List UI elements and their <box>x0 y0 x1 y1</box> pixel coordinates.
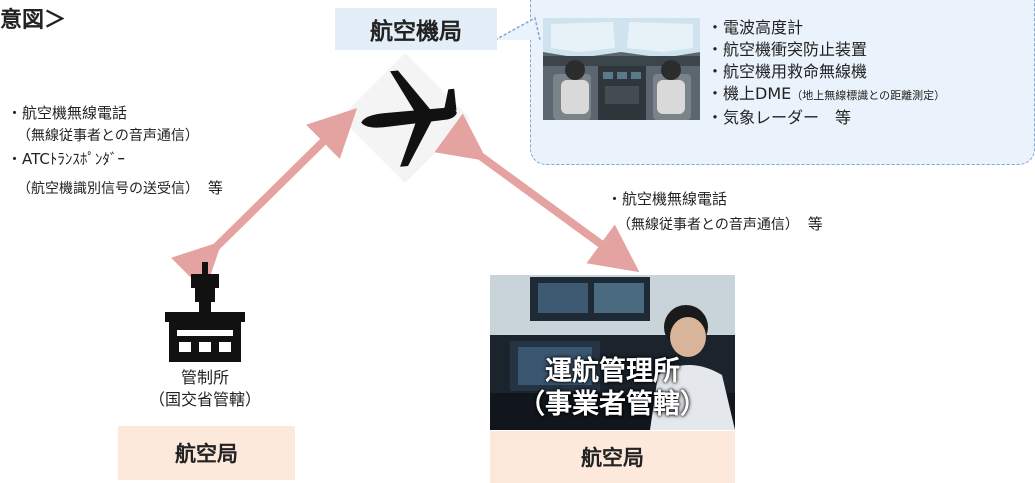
operations-center-name: 運航管理所 <box>545 356 680 387</box>
control-facility-jurisdiction: （国交省管轄） <box>148 390 261 409</box>
callout-tail <box>494 16 541 41</box>
left-comm-voice-note: （無線従事者との音声通信） <box>17 128 199 144</box>
cockpit-photo <box>543 18 700 120</box>
diagram-title-fragment: 意図＞ <box>0 8 67 33</box>
equipment-item-collision-avoidance: ・航空機衝突防止装置 <box>707 40 868 59</box>
operations-center-label: 運航管理所 （事業者管轄） <box>490 355 735 421</box>
arrow-aircraft-control <box>171 108 358 292</box>
dme-label: ・機上DME <box>707 84 792 103</box>
arrow-aircraft-operations <box>434 113 640 273</box>
control-tower-icon <box>165 262 245 362</box>
equipment-item-weather-radar: ・気象レーダー 等 <box>707 108 852 127</box>
dme-note: （地上無線標識との距離測定） <box>791 89 946 102</box>
left-comm-etc: 等 <box>207 179 223 197</box>
control-facility-name: 管制所 <box>180 368 229 387</box>
control-station-label: 航空局 <box>118 426 295 480</box>
equipment-item-dme: ・機上DME（地上無線標識との距離測定） <box>707 83 945 107</box>
left-comm-id-note: （航空機識別信号の送受信） 等 <box>17 178 223 200</box>
operations-room-photo <box>490 275 735 430</box>
aircraft-station-label: 航空機局 <box>335 8 497 50</box>
left-comm-radiotelephone: ・航空機無線電話 <box>7 104 128 122</box>
operations-center-jurisdiction: （事業者管轄） <box>518 389 707 420</box>
control-facility-label: 管制所 （国交省管轄） <box>140 367 270 411</box>
equipment-item-emergency-beacon: ・航空機用救命無線機 <box>707 62 868 81</box>
equipment-item-radio-altimeter: ・電波高度計 <box>707 18 804 37</box>
left-comm-transponder: ・ATCﾄﾗﾝｽﾎﾟﾝﾀﾞｰ <box>7 150 125 168</box>
right-comm-voice-note: （無線従事者との音声通信） 等 <box>617 214 823 236</box>
right-comm-radiotelephone: ・航空機無線電話 <box>607 190 728 208</box>
operations-station-label: 航空局 <box>490 431 735 483</box>
right-comm-voice-text: （無線従事者との音声通信） <box>617 217 799 233</box>
right-comm-etc: 等 <box>807 215 823 233</box>
left-comm-id-text: （航空機識別信号の送受信） <box>17 181 199 197</box>
equipment-list: ・電波高度計 ・航空機衝突防止装置 ・航空機用救命無線機 ・機上DME（地上無線… <box>707 17 945 129</box>
